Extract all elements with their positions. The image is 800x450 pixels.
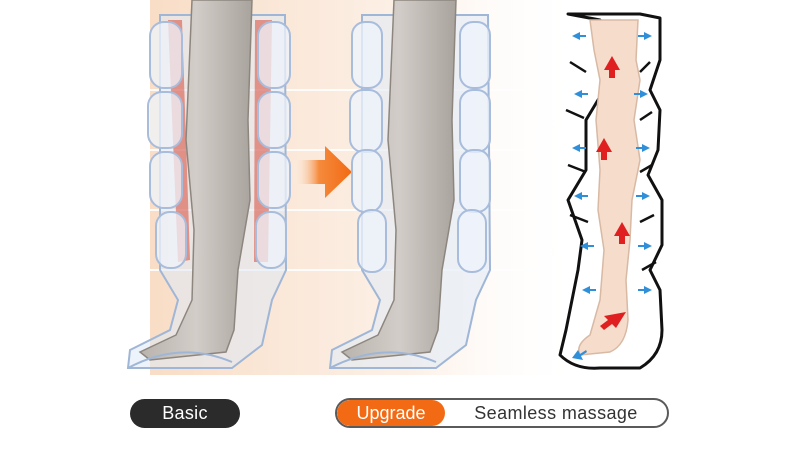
basic-label: Basic [162, 403, 208, 423]
upgrade-leg [340, 0, 457, 361]
basic-leg [138, 0, 253, 361]
diagram-segment-dividers [565, 60, 657, 272]
upward-arrow-icons [596, 56, 630, 330]
upgrade-leg-figure [328, 0, 492, 369]
upgrade-highlight: Upgrade [337, 400, 445, 426]
diagram-leg [578, 19, 641, 356]
right-arrow-icon [292, 146, 352, 198]
upgrade-detail-label: Seamless massage [474, 402, 638, 423]
upgrade-air-chambers [349, 21, 491, 273]
pressure-flow-diagram [558, 12, 664, 370]
upgrade-label: Upgrade [356, 402, 426, 423]
basic-air-chambers [147, 21, 291, 269]
basic-label-badge: Basic [130, 399, 240, 428]
upgrade-label-badge: Upgrade Seamless massage [335, 398, 669, 428]
inward-arrow-icons [572, 32, 652, 360]
basic-leg-figure [126, 0, 291, 369]
